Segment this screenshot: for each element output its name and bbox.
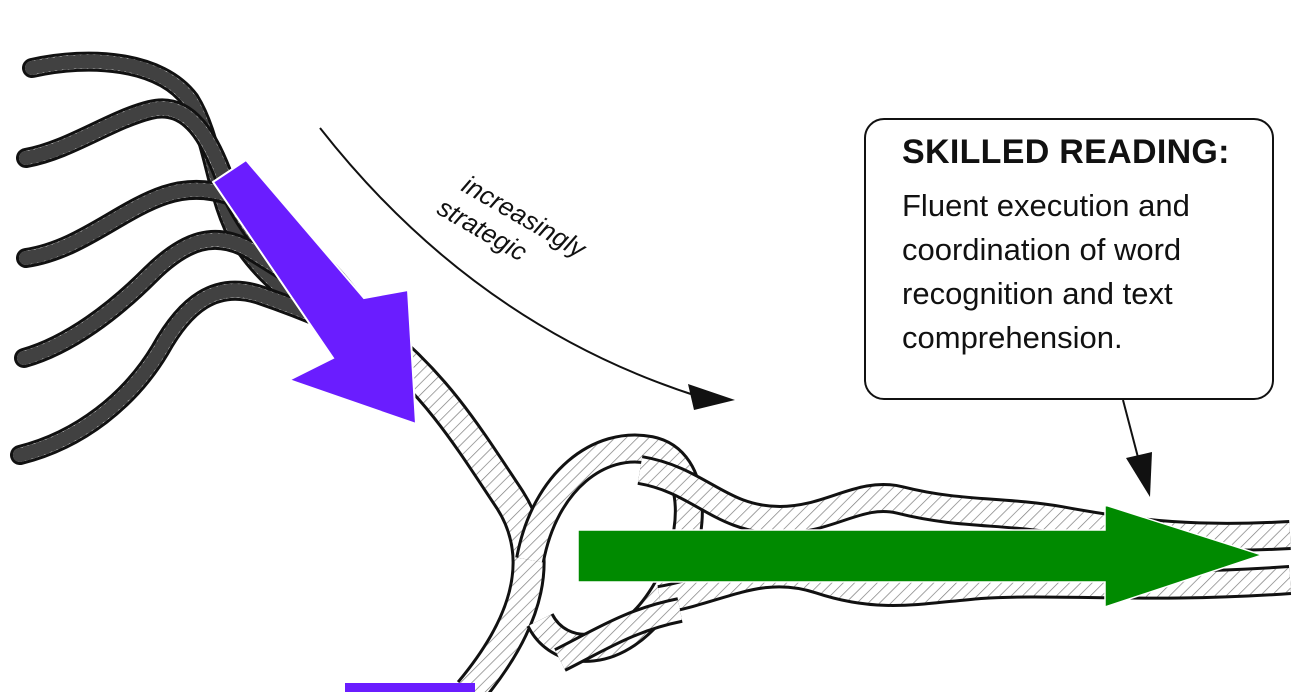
purple-arrow-fragment xyxy=(345,683,475,692)
purple-arrow xyxy=(211,158,418,426)
callout-line-4: comprehension. xyxy=(902,320,1123,355)
green-arrow xyxy=(577,503,1265,609)
callout-line-2: coordination of word xyxy=(902,232,1182,267)
callout-title: SKILLED READING: xyxy=(902,133,1230,171)
callout-line-1: Fluent execution and xyxy=(902,188,1190,223)
callout-line-3: recognition and text xyxy=(902,276,1173,311)
callout-pointer xyxy=(1122,399,1152,497)
skilled-reading-callout xyxy=(864,118,1274,400)
strategic-trend-label: increasingly strategic xyxy=(432,169,592,267)
strategic-trend-arrow xyxy=(319,127,735,410)
